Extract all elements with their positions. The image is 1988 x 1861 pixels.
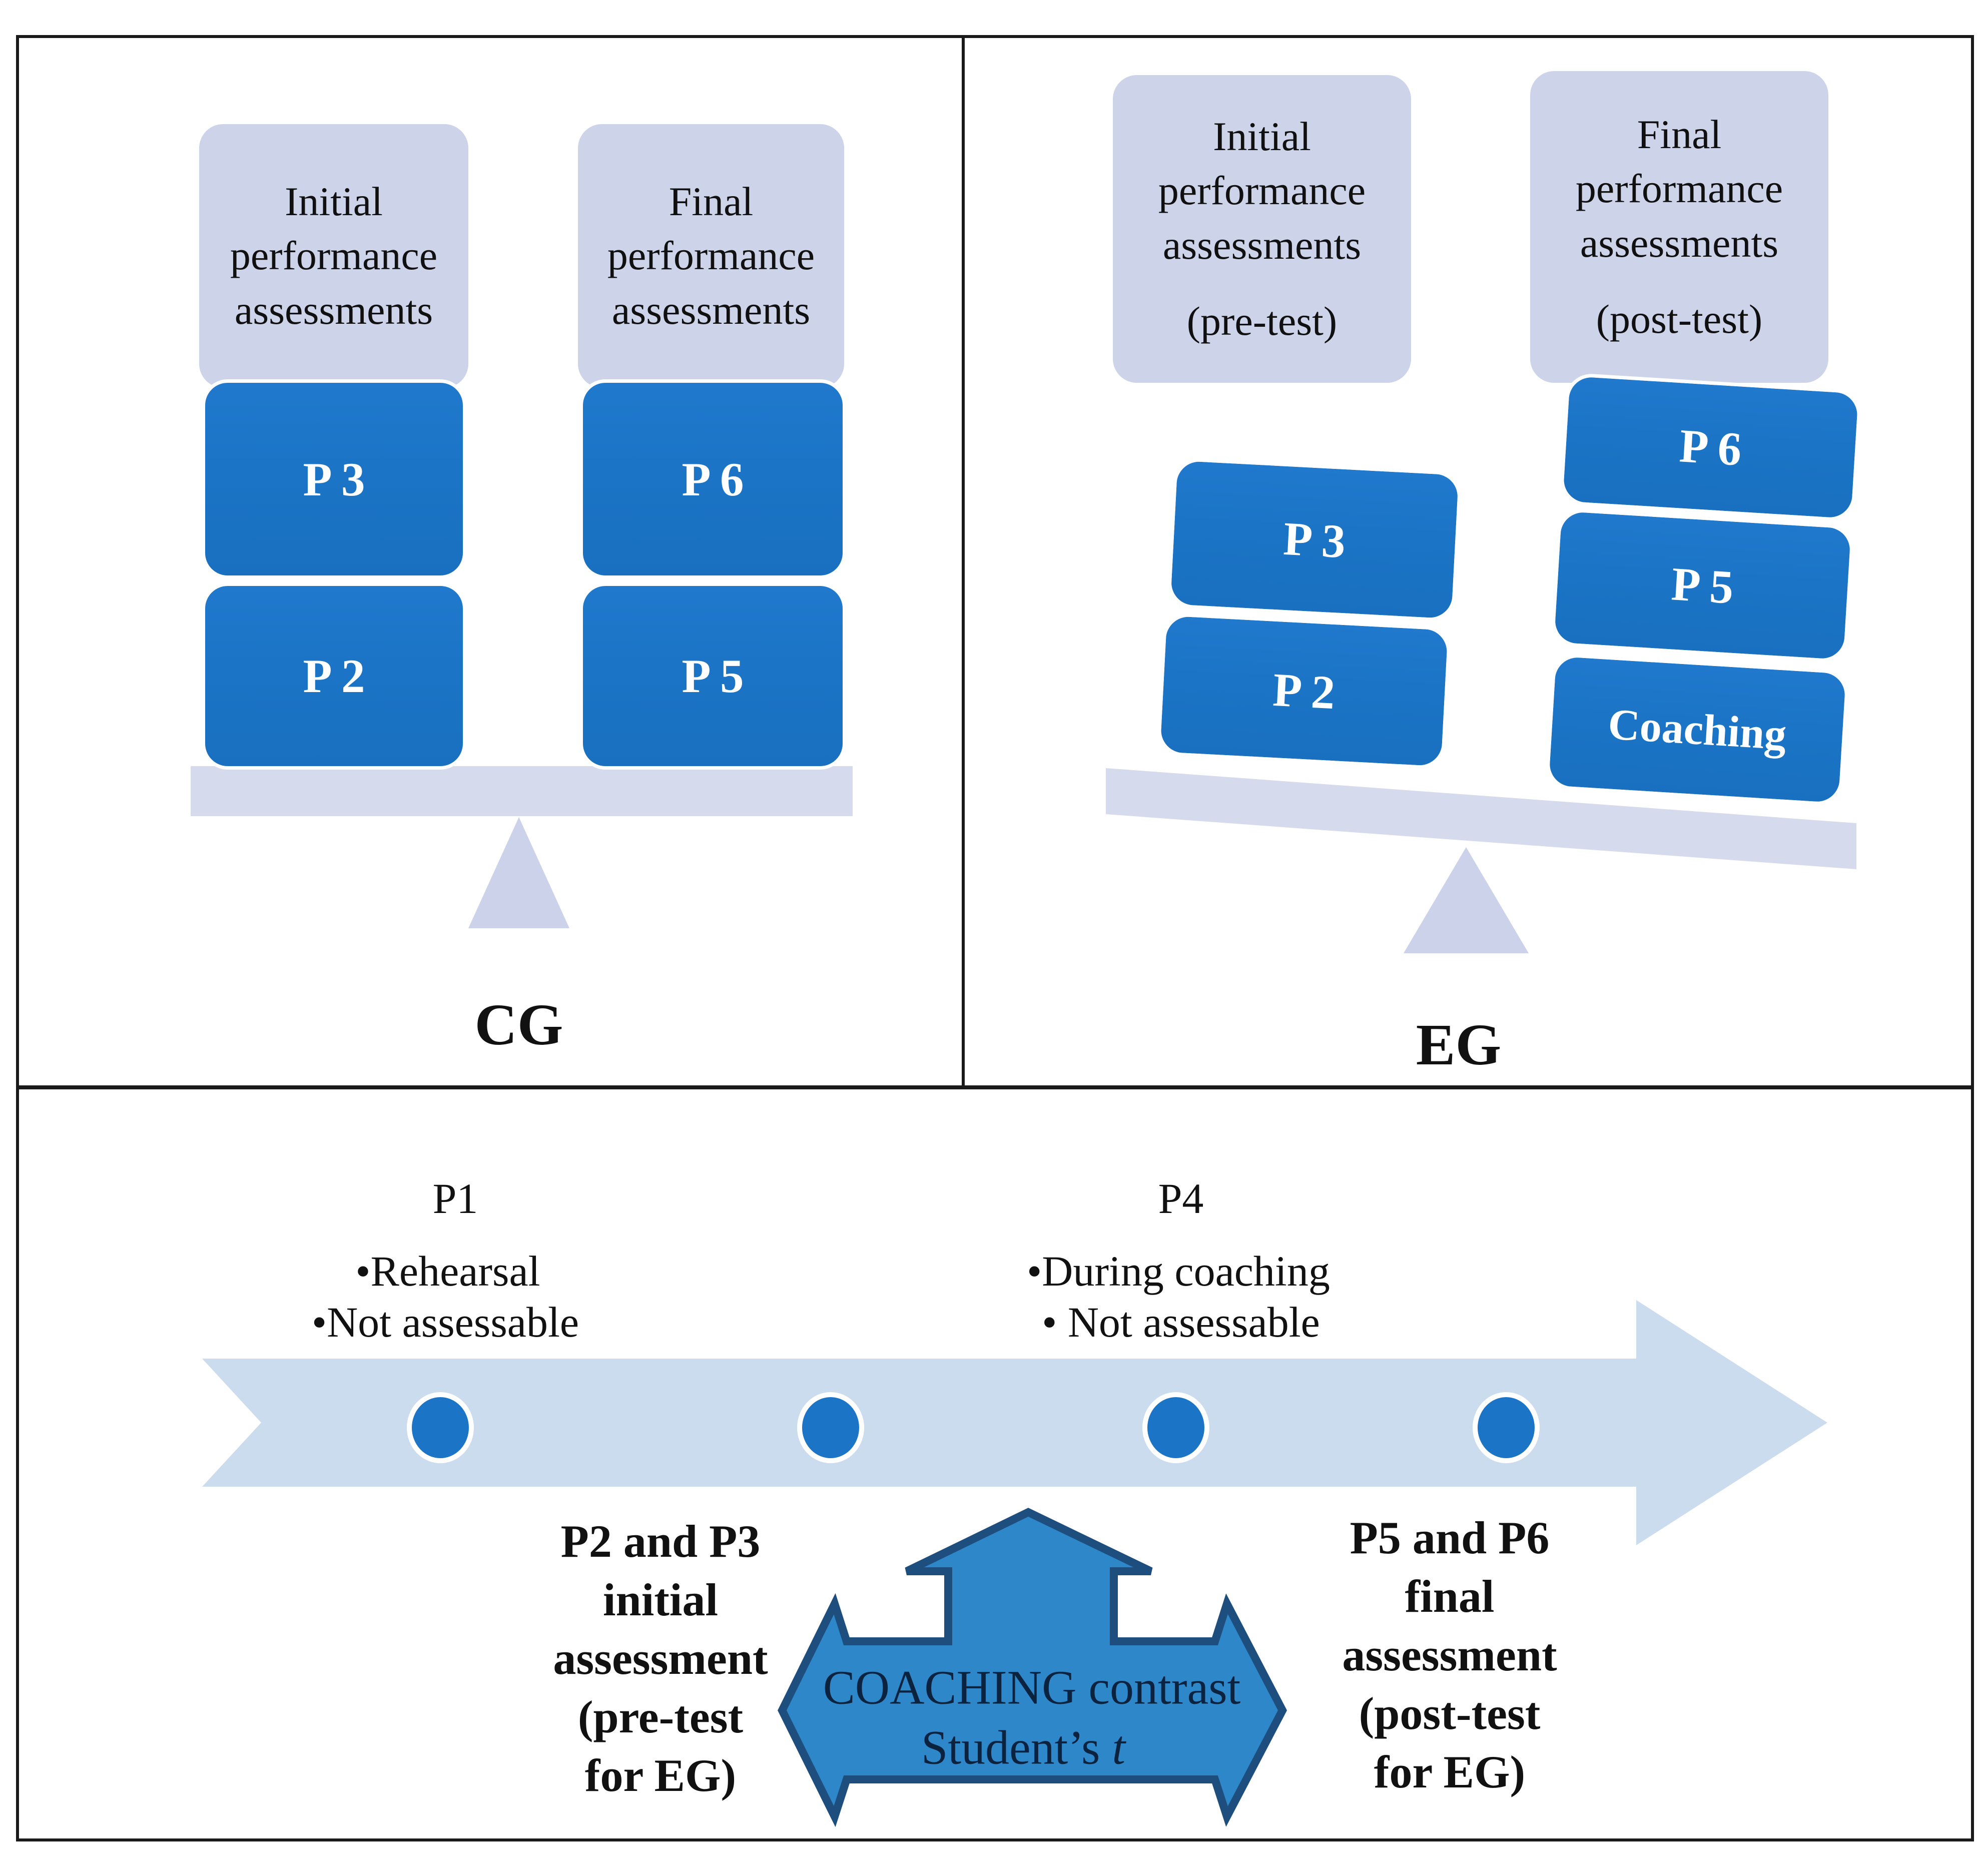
cg-box-p3-label: P 3 bbox=[303, 452, 365, 506]
timeline-p4-bullet-2: • Not assessable bbox=[1042, 1298, 1320, 1346]
coaching-arrow-line2-prefix: Student’s bbox=[921, 1720, 1112, 1774]
eg-fulcrum-icon bbox=[1404, 847, 1529, 953]
cg-header-initial-line3: assessments bbox=[234, 287, 433, 333]
panel-divider-vertical bbox=[962, 35, 965, 1087]
timeline-right-label-line2: final bbox=[1405, 1571, 1495, 1622]
eg-box-p5-label: P 5 bbox=[1670, 557, 1735, 614]
eg-box-p6: P 6 bbox=[1559, 372, 1862, 522]
timeline-left-label: P2 and P3 initial assessment (pre-test f… bbox=[553, 1512, 768, 1805]
cg-header-initial: Initial performance assessments bbox=[199, 124, 468, 388]
panel-divider-horizontal bbox=[16, 1085, 1974, 1089]
timeline-dot-4 bbox=[1473, 1392, 1540, 1463]
timeline-left-label-line4: (pre-test bbox=[577, 1691, 744, 1742]
timeline-p1-title: P1 bbox=[432, 1174, 478, 1222]
cg-header-final-line1: Final bbox=[669, 179, 754, 225]
eg-balance-beam bbox=[1106, 768, 1856, 869]
cg-box-p5: P 5 bbox=[579, 582, 846, 770]
eg-header-final-line2: performance bbox=[1575, 166, 1783, 212]
eg-box-p3: P 3 bbox=[1166, 457, 1463, 623]
eg-header-final-sub: (post-test) bbox=[1596, 296, 1763, 342]
timeline-left-label-line5: for EG) bbox=[584, 1750, 737, 1801]
eg-box-p6-label: P 6 bbox=[1678, 419, 1743, 476]
timeline-left-label-line3: assessment bbox=[553, 1633, 768, 1684]
timeline-right-label-line4: (post-test bbox=[1359, 1688, 1541, 1739]
cg-fulcrum-icon bbox=[468, 817, 569, 928]
eg-header-initial: Initial performance assessments (pre-tes… bbox=[1113, 75, 1411, 383]
cg-header-final: Final performance assessments bbox=[578, 124, 844, 388]
cg-box-p2: P 2 bbox=[202, 582, 466, 770]
coaching-arrow bbox=[778, 1508, 1287, 1827]
timeline-left-label-line1: P2 and P3 bbox=[560, 1516, 761, 1567]
cg-box-p6: P 6 bbox=[579, 379, 846, 579]
cg-box-p2-label: P 2 bbox=[303, 650, 365, 703]
timeline-right-label-line5: for EG) bbox=[1374, 1746, 1526, 1797]
timeline-dot-3 bbox=[1142, 1392, 1209, 1463]
outer-frame bbox=[16, 35, 1974, 1841]
eg-header-final: Final performance assessments (post-test… bbox=[1530, 71, 1828, 383]
cg-header-initial-line2: performance bbox=[230, 233, 438, 279]
cg-balance-beam bbox=[191, 766, 853, 816]
eg-header-final-line3: assessments bbox=[1580, 220, 1779, 266]
timeline-p1-bullet-1: •Rehearsal bbox=[355, 1247, 540, 1295]
eg-box-coaching: Coaching bbox=[1545, 653, 1850, 807]
timeline-p4-bullet-1: •During coaching bbox=[1027, 1247, 1330, 1295]
timeline-arrow bbox=[202, 1300, 1827, 1545]
coaching-arrow-line2: Student’s t bbox=[921, 1720, 1125, 1775]
timeline-right-label: P5 and P6 final assessment (post-test fo… bbox=[1342, 1509, 1557, 1801]
cg-box-p5-label: P 5 bbox=[682, 650, 744, 703]
coaching-arrow-line2-italic: t bbox=[1112, 1720, 1126, 1774]
cg-group-label: CG bbox=[474, 992, 563, 1057]
coaching-arrow-line1: COACHING contrast bbox=[823, 1660, 1241, 1714]
timeline-right-label-line1: P5 and P6 bbox=[1350, 1512, 1550, 1563]
timeline-dot-2 bbox=[797, 1392, 864, 1463]
eg-box-p2: P 2 bbox=[1156, 612, 1452, 770]
cg-header-final-line2: performance bbox=[607, 233, 815, 279]
eg-box-p2-label: P 2 bbox=[1271, 663, 1337, 720]
eg-header-initial-line2: performance bbox=[1158, 168, 1366, 214]
eg-header-initial-sub: (pre-test) bbox=[1186, 298, 1338, 344]
timeline-p4-title: P4 bbox=[1158, 1174, 1204, 1222]
timeline-dot-1 bbox=[407, 1392, 474, 1463]
eg-header-initial-line1: Initial bbox=[1213, 114, 1311, 160]
eg-header-initial-line3: assessments bbox=[1162, 222, 1362, 268]
timeline-p1-bullet-2: •Not assessable bbox=[311, 1298, 579, 1346]
timeline-right-label-line3: assessment bbox=[1342, 1629, 1557, 1680]
eg-box-p3-label: P 3 bbox=[1282, 511, 1347, 568]
cg-header-final-line3: assessments bbox=[611, 287, 811, 333]
eg-box-p5: P 5 bbox=[1550, 507, 1855, 664]
cg-header-initial-line1: Initial bbox=[285, 179, 383, 225]
timeline-left-label-line2: initial bbox=[602, 1574, 719, 1625]
eg-header-final-line1: Final bbox=[1637, 112, 1722, 158]
cg-box-p3: P 3 bbox=[202, 379, 466, 579]
cg-box-p6-label: P 6 bbox=[682, 452, 744, 506]
eg-box-coaching-label: Coaching bbox=[1606, 700, 1788, 760]
eg-group-label: EG bbox=[1416, 1012, 1502, 1077]
